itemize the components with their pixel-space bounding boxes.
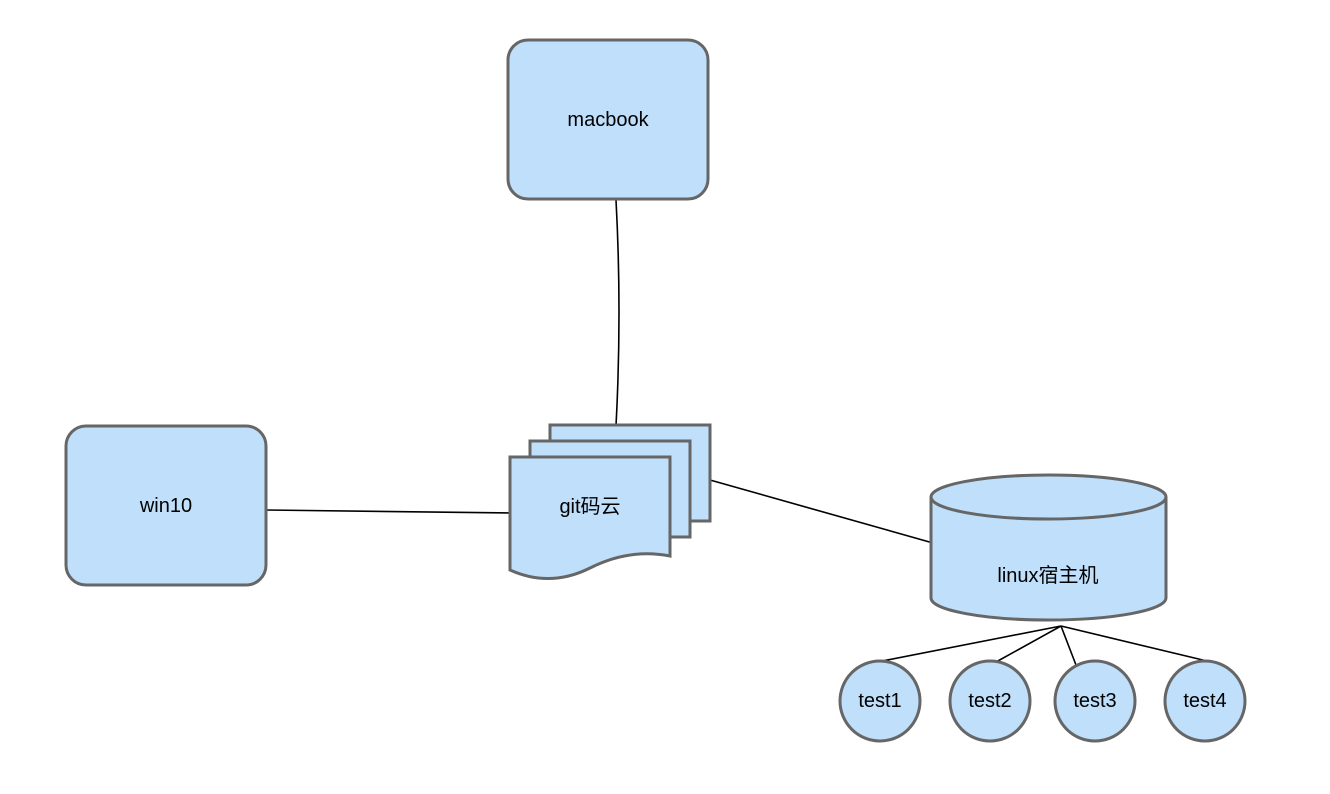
edge-linux-test3 bbox=[1060, 625, 1077, 666]
edge-win10-git bbox=[265, 509, 515, 514]
edge-linux-test4 bbox=[1060, 625, 1208, 662]
node-linux-cylinder-top bbox=[929, 496, 1168, 521]
edge-linux-test2 bbox=[995, 625, 1062, 663]
node-linux-label: linux宿主机 bbox=[997, 564, 1098, 587]
node-win10: win10 bbox=[64, 424, 268, 587]
node-test3-label: test3 bbox=[1073, 690, 1116, 712]
node-test2: test2 bbox=[948, 659, 1032, 743]
node-test4-circle bbox=[1163, 659, 1247, 743]
node-linux: linux宿主机 bbox=[929, 473, 1168, 622]
node-macbook: macbook bbox=[506, 38, 710, 201]
node-git: git码云 bbox=[508, 423, 712, 580]
node-macbook-label: macbook bbox=[567, 109, 649, 131]
node-test3-circle bbox=[1053, 659, 1137, 743]
node-test2-label: test2 bbox=[968, 690, 1011, 712]
node-test4-label: test4 bbox=[1183, 690, 1226, 712]
node-macbook-shape bbox=[506, 38, 710, 201]
node-test2-circle bbox=[948, 659, 1032, 743]
node-git-label: git码云 bbox=[559, 496, 620, 518]
node-test1: test1 bbox=[838, 659, 922, 743]
edge-linux-test1 bbox=[881, 625, 1062, 662]
node-git-doc-front bbox=[508, 455, 672, 580]
node-win10-label: win10 bbox=[139, 495, 192, 517]
node-win10-shape bbox=[64, 424, 268, 587]
node-test4: test4 bbox=[1163, 659, 1247, 743]
node-test1-circle bbox=[838, 659, 922, 743]
node-test3: test3 bbox=[1053, 659, 1137, 743]
node-test1-label: test1 bbox=[858, 690, 901, 712]
edge-git-linux bbox=[709, 479, 934, 544]
node-linux-cylinder-body bbox=[929, 473, 1168, 622]
edge-macbook-git bbox=[615, 199, 620, 427]
